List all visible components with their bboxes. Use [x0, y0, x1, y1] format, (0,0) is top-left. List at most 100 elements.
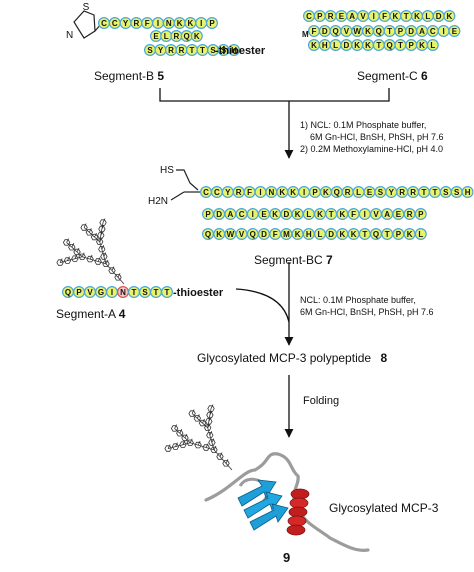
segment-c-residue: I	[367, 10, 380, 23]
svg-text:Q: Q	[250, 230, 256, 239]
segment-b-residue: C	[108, 17, 121, 30]
segment-bc-residue: P	[414, 208, 427, 221]
svg-text:V: V	[373, 210, 379, 219]
segment-b-thiazolidine: S N	[66, 2, 103, 41]
segment-c-residue: T	[400, 10, 413, 23]
svg-text:K: K	[295, 230, 301, 239]
segment-b-residue: R	[170, 30, 183, 43]
segment-bc-residue: T	[358, 228, 371, 241]
glycan-bond	[167, 444, 171, 449]
glycan-bond	[71, 243, 75, 248]
segment-bc-residue: Q	[330, 186, 343, 199]
segment-bc-residue: V	[235, 228, 248, 241]
segment-c-residue: C	[303, 10, 316, 23]
glycan-bond	[209, 408, 212, 416]
segment-bc-residue: V	[370, 208, 383, 221]
segment-a-glycan-structure	[56, 218, 125, 285]
glycan-bond	[209, 431, 213, 436]
glycan-bond	[209, 435, 213, 443]
segment-a-residue: I	[105, 286, 118, 299]
glycan-bond	[111, 270, 119, 278]
segment-bc-residue: I	[254, 186, 267, 199]
segment-bc-residue: C	[235, 208, 248, 221]
segment-a-residue: G	[94, 286, 107, 299]
svg-text:A: A	[228, 210, 234, 219]
svg-text:K: K	[311, 41, 317, 50]
merge-curve	[235, 288, 290, 323]
segment-c-residue: L	[329, 38, 342, 51]
svg-text:E: E	[367, 188, 373, 197]
glycan-bond	[101, 249, 105, 257]
segment-c-residue: Q	[383, 38, 396, 51]
segment-a-residue: N	[116, 286, 129, 299]
segment-bc-residue: I	[298, 186, 311, 199]
svg-text:C: C	[112, 19, 118, 28]
segment-bc-residue: W	[224, 228, 237, 241]
glycan-bond	[82, 256, 91, 260]
segment-c-residue: H	[318, 38, 331, 51]
segment-bc-residue: K	[287, 186, 300, 199]
segment-b-residue: Y	[154, 43, 167, 56]
glycan-bond	[59, 260, 68, 263]
svg-text:I: I	[200, 19, 202, 28]
svg-text:C: C	[203, 188, 209, 197]
segment-b-residue: T	[196, 43, 209, 56]
svg-text:R: R	[399, 188, 405, 197]
svg-text:L: L	[333, 41, 338, 50]
segment-c-residue: P	[394, 25, 407, 38]
svg-text:L: L	[318, 230, 323, 239]
segment-b-residue: L	[160, 30, 173, 43]
segment-bc-residue: R	[341, 186, 354, 199]
glycan-bond	[182, 442, 191, 446]
segment-c-residue: K	[416, 38, 429, 51]
svg-text:Q: Q	[386, 41, 392, 50]
step1-condition-2: 6M Gn-HCl, BnSH, PhSH, pH 7.6	[310, 132, 444, 142]
segment-bc-residue: K	[347, 228, 360, 241]
segment-c-residue: T	[394, 38, 407, 51]
svg-text:I: I	[303, 188, 305, 197]
glycan-bond	[76, 247, 80, 253]
segment-c-residue: K	[362, 38, 375, 51]
svg-text:Q: Q	[334, 188, 340, 197]
svg-text:V: V	[87, 288, 93, 297]
glycan-bond	[94, 236, 100, 243]
segment-b-residue: K	[173, 17, 186, 30]
glycan-bond	[210, 404, 214, 409]
glycan-bond	[191, 409, 195, 414]
glycan-bond	[197, 440, 201, 446]
svg-text:S: S	[147, 46, 153, 55]
glycan-bond	[66, 242, 73, 248]
segment-c-residue: D	[340, 38, 353, 51]
segment-a-label: Segment-A 4	[56, 307, 126, 321]
segment-bc-residue: K	[269, 208, 282, 221]
svg-text:R: R	[179, 46, 185, 55]
segment-bc-residue: I	[246, 208, 259, 221]
segment-bc-residue: K	[291, 208, 304, 221]
svg-text:Q: Q	[183, 32, 189, 41]
segment-b-residue: F	[141, 17, 154, 30]
svg-text:Y: Y	[225, 188, 231, 197]
glycan-bond	[103, 256, 107, 265]
segment-bc-residue: K	[403, 228, 416, 241]
glycan-bond	[196, 414, 200, 419]
glycan-bond	[225, 463, 233, 471]
segment-c-residue: K	[362, 25, 375, 38]
glycan-bond	[197, 444, 207, 448]
folded-protein-ribbon	[204, 452, 370, 552]
svg-text:I: I	[364, 210, 366, 219]
glycan-bond	[219, 452, 223, 457]
segment-c-residue: E	[335, 10, 348, 23]
svg-text:K: K	[279, 188, 285, 197]
svg-text:L: L	[425, 12, 430, 21]
product-8-label: Glycosylated MCP-3 polypeptide 8	[197, 351, 387, 365]
segment-bc-residue: A	[224, 208, 237, 221]
svg-text:P: P	[409, 41, 415, 50]
glycan-bond	[179, 429, 183, 434]
ring-nitrogen-label: N	[66, 30, 73, 41]
segment-bc-residue: S	[450, 186, 463, 199]
segment-bc-residue: D	[213, 208, 226, 221]
svg-text:K: K	[407, 230, 413, 239]
segment-bc-residue: P	[309, 186, 322, 199]
svg-text:K: K	[365, 27, 371, 36]
